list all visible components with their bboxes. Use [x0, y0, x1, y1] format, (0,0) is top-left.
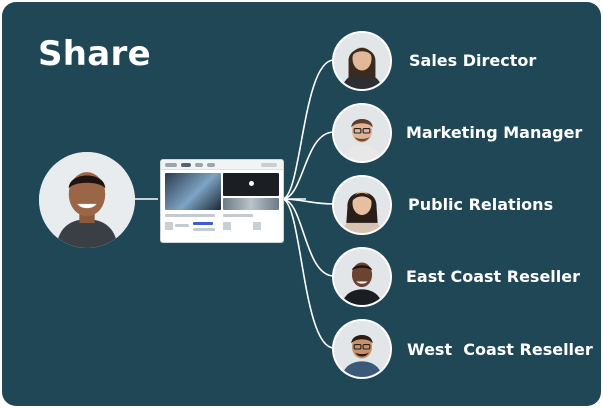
recipient-avatar-5	[334, 321, 390, 377]
recipient-label-2: Marketing Manager	[406, 123, 583, 142]
recipient-avatar-1	[334, 33, 390, 89]
document-preview-icon	[160, 159, 284, 243]
recipient-label-4: East Coast Reseller	[406, 267, 580, 286]
sharer-avatar	[39, 152, 135, 248]
recipient-avatar-4	[334, 249, 390, 305]
connector-branch-2	[281, 131, 335, 200]
recipient-label-3: Public Relations	[408, 195, 554, 214]
recipient-label-5: West Coast Reseller	[407, 340, 593, 359]
page-title: Share	[38, 34, 151, 74]
recipient-avatar-2	[334, 105, 390, 161]
person-avatar-icon	[39, 152, 135, 248]
connector-branch-1	[281, 59, 335, 200]
connector-branch-5	[281, 198, 335, 349]
person-avatar-icon	[334, 105, 390, 161]
recipient-avatar-3	[334, 177, 390, 233]
person-avatar-icon	[334, 177, 390, 233]
person-avatar-icon	[334, 321, 390, 377]
connector-branch-3	[281, 198, 335, 205]
person-avatar-icon	[334, 33, 390, 89]
connector-branch-4	[281, 198, 335, 277]
recipient-label-1: Sales Director	[409, 51, 537, 70]
person-avatar-icon	[334, 249, 390, 305]
